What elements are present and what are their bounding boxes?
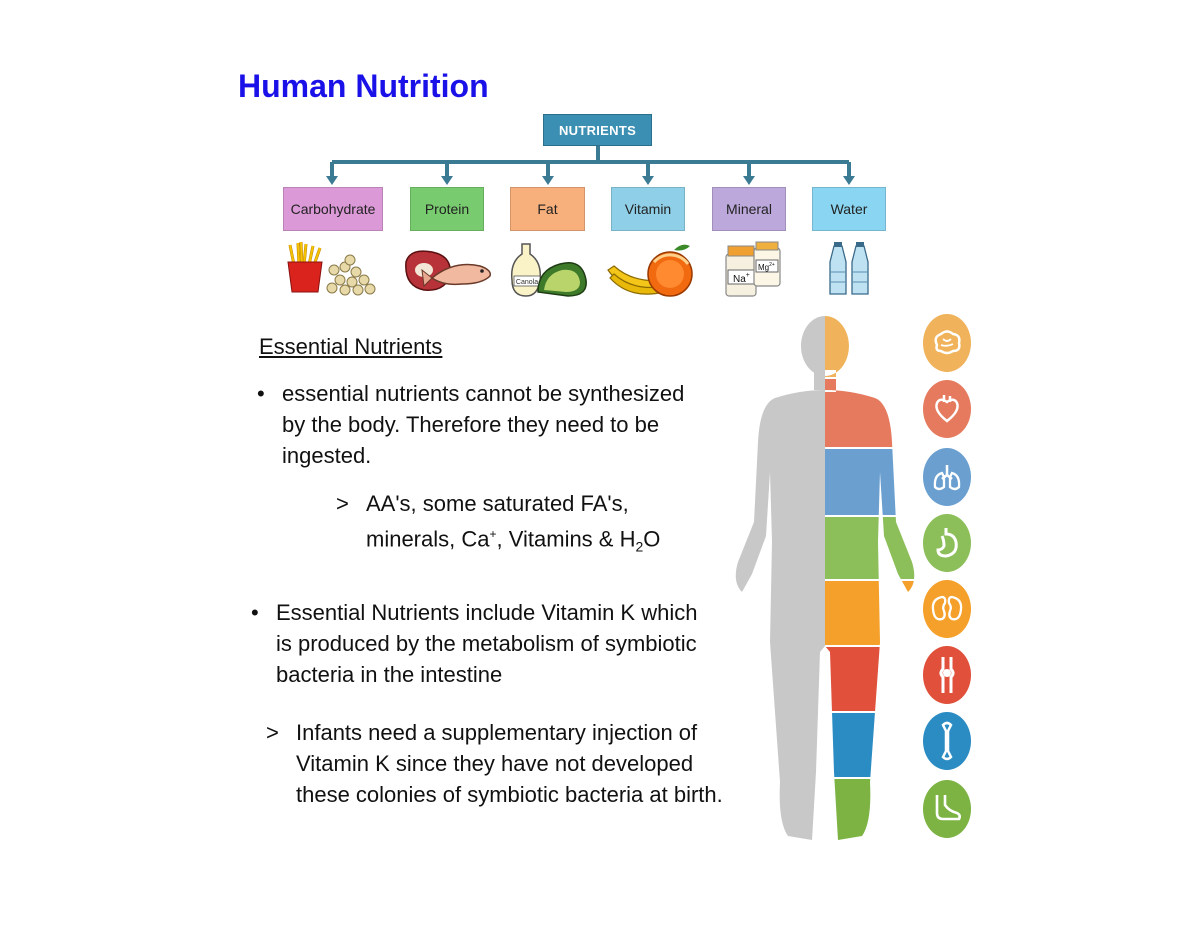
mg-label: Mg — [758, 263, 769, 272]
canola-label: Canola — [516, 279, 538, 286]
bullet-2-line-2: is produced by the metabolism of symbiot… — [276, 631, 697, 656]
human-body-figure — [735, 312, 920, 846]
nutrients-connector-lines — [326, 146, 855, 185]
sub-text-2: Infants need a supplementary injection o… — [296, 717, 723, 810]
bullet-2-line-3: bacteria in the intestine — [276, 662, 503, 687]
bullet-marker-2: • — [251, 600, 259, 625]
bullet-text-2: Essential Nutrients include Vitamin K wh… — [276, 597, 697, 690]
category-fat: Fat — [510, 187, 585, 231]
stomach-icon — [923, 514, 971, 572]
svg-text:Na+: Na+ — [733, 272, 750, 285]
meat-and-fish-icon — [405, 250, 492, 291]
kidneys-icon — [923, 580, 971, 638]
sub-1-line-2-c: O — [643, 526, 661, 552]
sub-2-line-1: Infants need a supplementary injection o… — [296, 720, 698, 745]
mg-charge: 2+ — [769, 262, 775, 268]
svg-text:Mg2+: Mg2+ — [758, 262, 775, 272]
bullet-1-line-2: by the body. Therefore they need to be — [282, 412, 660, 437]
category-water: Water — [812, 187, 886, 231]
category-carbohydrate: Carbohydrate — [283, 187, 383, 231]
sub-1-line-2-a: minerals, Ca — [366, 526, 490, 552]
water-bottles-icon — [829, 242, 869, 295]
sub-marker-2: > — [266, 720, 279, 745]
bullet-1-line-3: ingested. — [282, 443, 372, 468]
sub-2-line-3: these colonies of symbiotic bacteria at … — [296, 782, 723, 807]
bullet-2-line-1: Essential Nutrients include Vitamin K wh… — [276, 600, 698, 625]
oil-and-avocado-icon: Canola — [510, 243, 587, 297]
bone-icon — [923, 712, 971, 770]
fries-and-cereal-icon — [287, 241, 376, 296]
mineral-supplements-icon: Na+ Mg2+ — [725, 241, 781, 297]
foot-icon — [923, 780, 971, 838]
lungs-icon — [923, 448, 971, 506]
brain-icon — [923, 314, 971, 372]
sub-1-line-2-b: , Vitamins & H — [496, 526, 636, 552]
page-title: Human Nutrition — [238, 68, 489, 104]
na-label: Na — [733, 274, 746, 285]
sub-2-line-2: Vitamin K since they have not developed — [296, 751, 694, 776]
category-protein: Protein — [410, 187, 484, 231]
bullet-text-1: essential nutrients cannot be synthesize… — [282, 378, 684, 471]
bullet-1-line-1: essential nutrients cannot be synthesize… — [282, 381, 685, 406]
joint-icon — [923, 646, 971, 704]
section-heading: Essential Nutrients — [259, 334, 443, 359]
nutrients-root-box: NUTRIENTS — [543, 114, 652, 146]
category-vitamin: Vitamin — [611, 187, 685, 231]
water-subscript: 2 — [635, 538, 644, 555]
sub-marker-1: > — [336, 491, 349, 516]
bullet-marker-1: • — [257, 381, 265, 406]
category-mineral: Mineral — [712, 187, 786, 231]
sub-1-line-1: AA's, some saturated FA's, — [366, 491, 629, 516]
calcium-charge: + — [489, 527, 497, 541]
banana-and-orange-icon — [607, 244, 693, 297]
na-charge: + — [746, 272, 750, 279]
sub-text-1: AA's, some saturated FA's, minerals, Ca+… — [366, 488, 660, 563]
heart-icon — [923, 380, 971, 438]
sub-1-line-2: minerals, Ca+, Vitamins & H2O — [366, 519, 660, 563]
